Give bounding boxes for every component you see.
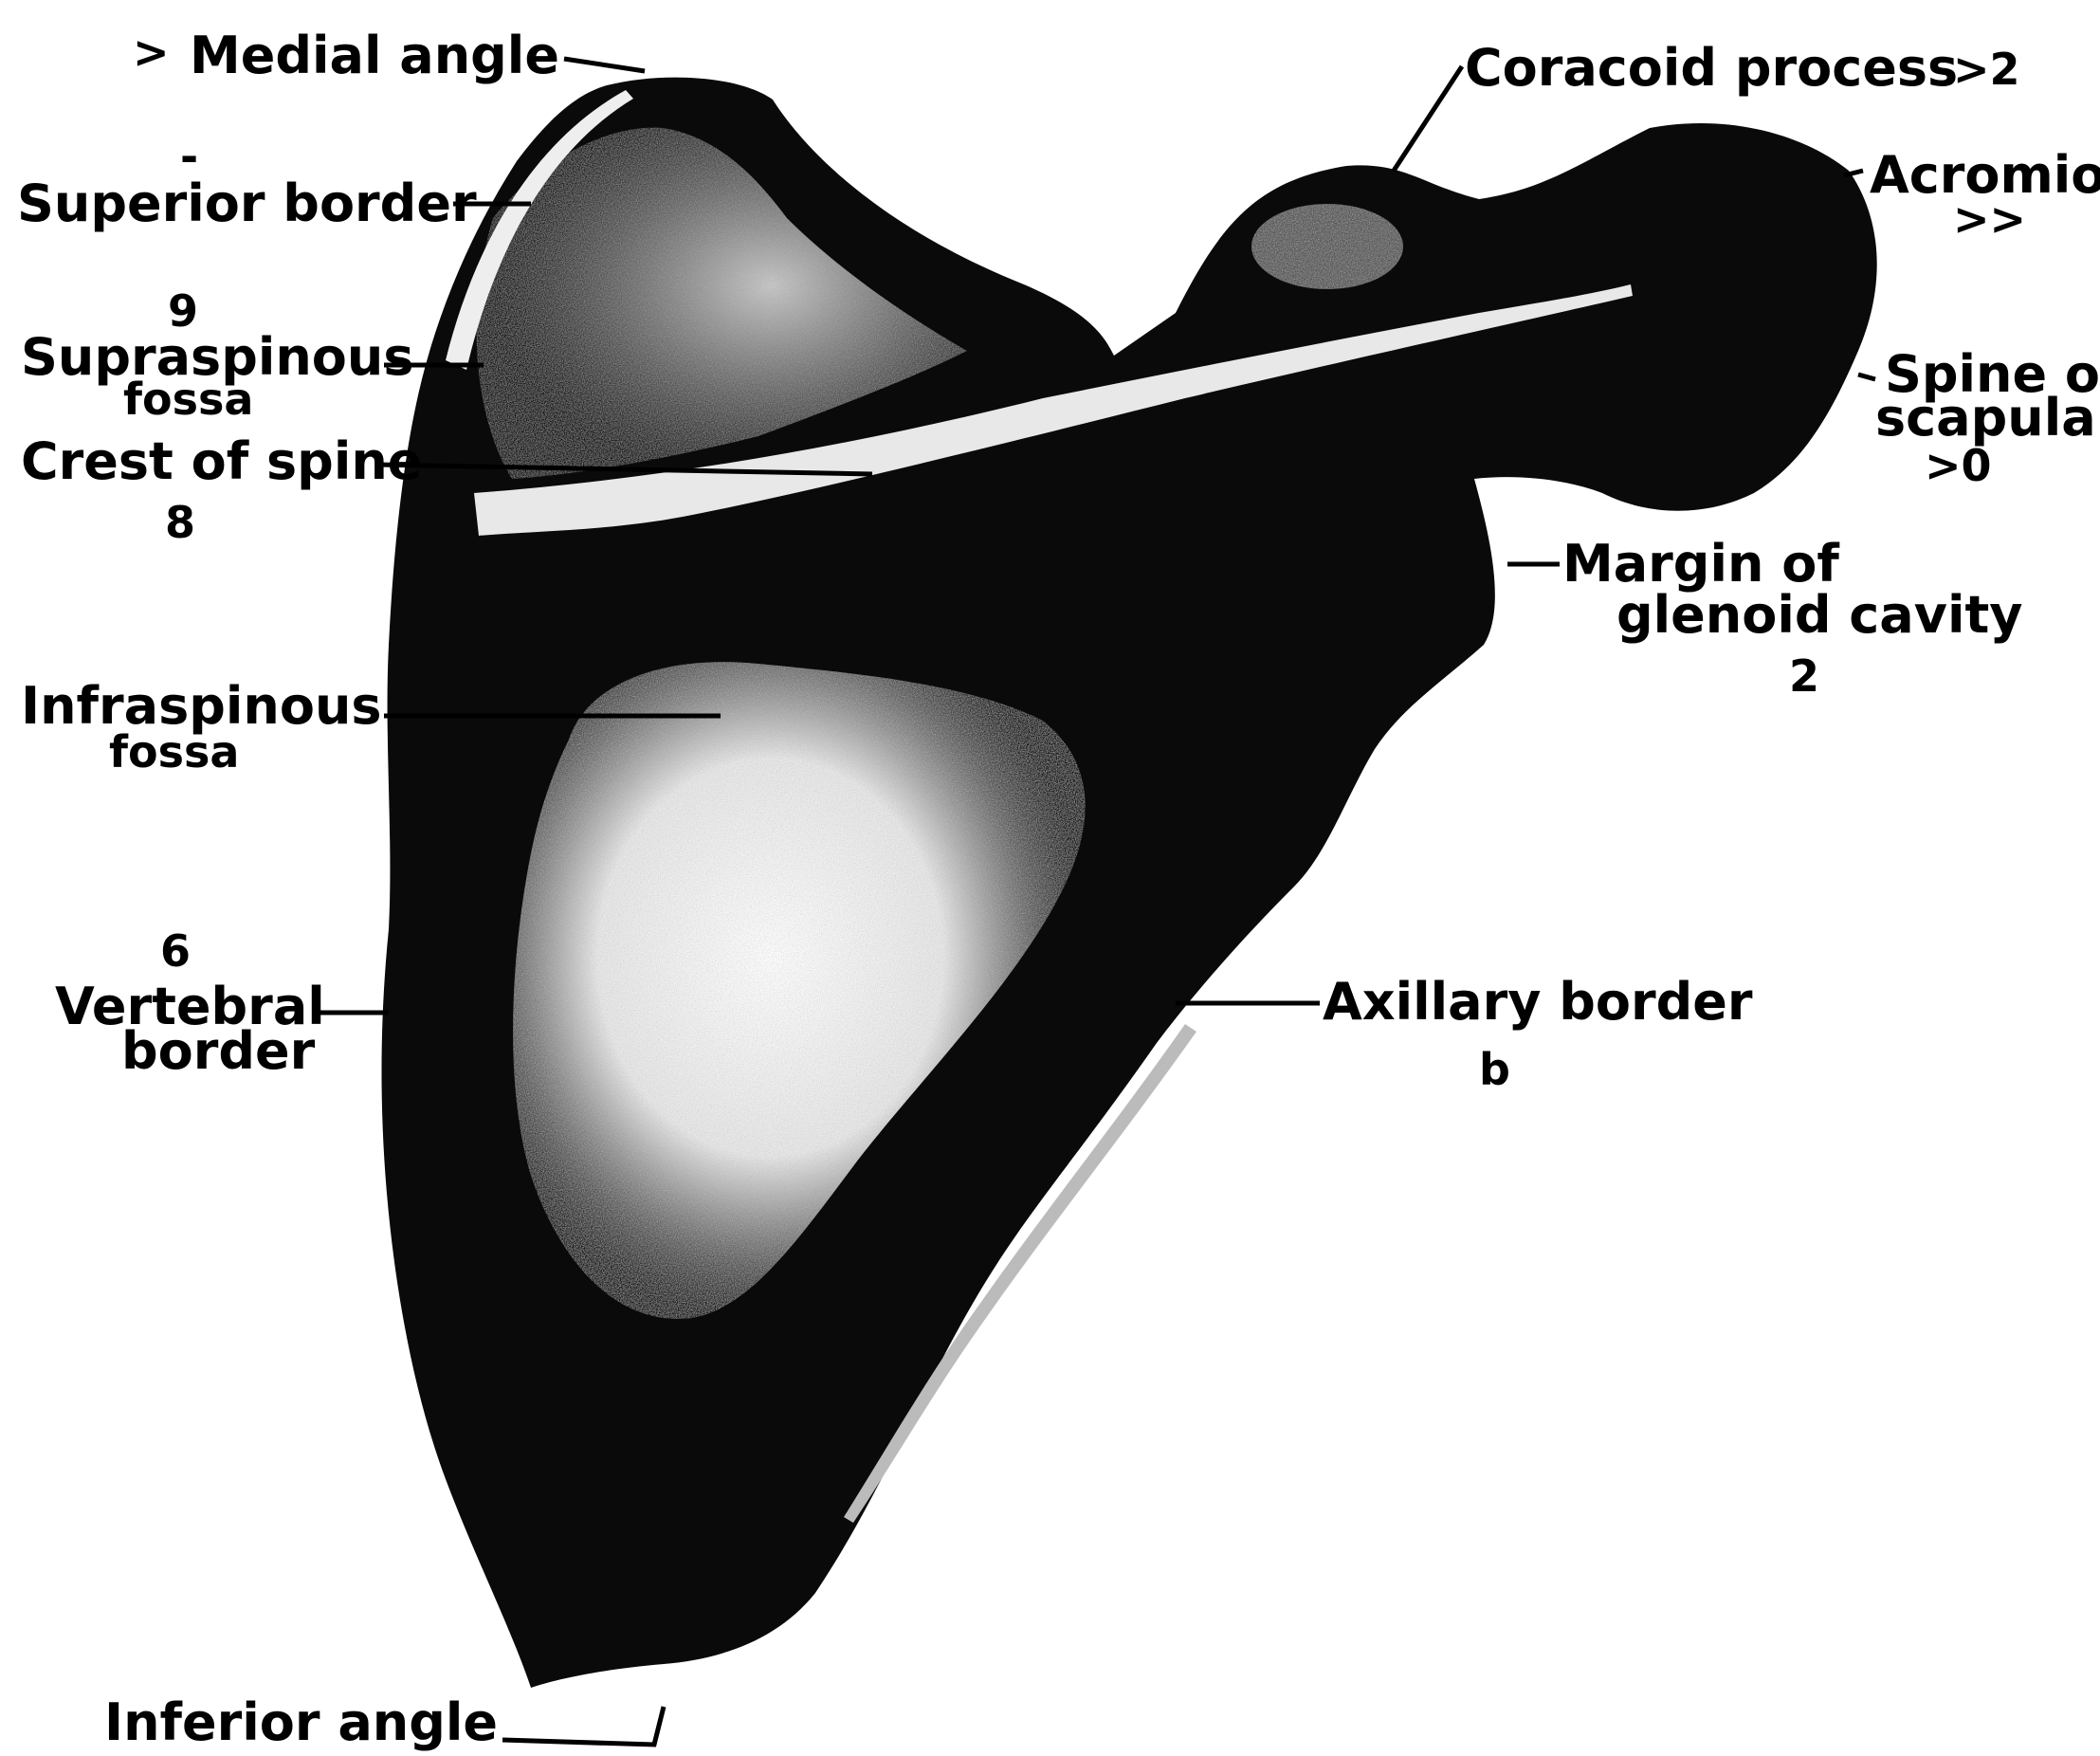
label-glenoid-line1: Margin of [1562, 539, 1839, 590]
label-infraspinous-line2: fossa [109, 730, 239, 774]
mark-coracoid: >2 [1953, 47, 2020, 91]
mark-superior-border: - [180, 135, 198, 178]
mark-vertebral: 6 [152, 929, 199, 973]
leader-inferior-angle [502, 1707, 664, 1745]
label-glenoid-line2: glenoid cavity [1616, 590, 2022, 641]
mark-glenoid: 2 [1780, 654, 1828, 698]
leader-spine [1858, 375, 1875, 379]
label-inferior-angle: Inferior angle [104, 1697, 498, 1748]
coracoid-shape [1251, 204, 1403, 289]
mark-axillary: b [1479, 1048, 1510, 1091]
label-coracoid-process: Coracoid process [1465, 43, 1958, 94]
label-infraspinous-line1: Infraspinous [21, 681, 382, 732]
mark-crest-of-spine: 8 [156, 501, 204, 544]
leader-coracoid [1394, 66, 1462, 171]
leader-medial-angle [564, 59, 645, 71]
label-superior-border: Superior border [17, 178, 477, 229]
label-crest-of-spine: Crest of spine [21, 436, 422, 487]
label-medial-angle: Medial angle [190, 30, 559, 82]
label-supraspinous-line2: fossa [123, 377, 253, 421]
label-spine-line2: scapula [1875, 393, 2096, 444]
mark-acromion: >> [1953, 197, 2026, 241]
mark-medial-angle: > [133, 30, 170, 74]
mark-spine: >0 [1925, 444, 1992, 487]
label-vertebral-line2: border [121, 1026, 315, 1077]
label-axillary-border: Axillary border [1323, 977, 1753, 1028]
